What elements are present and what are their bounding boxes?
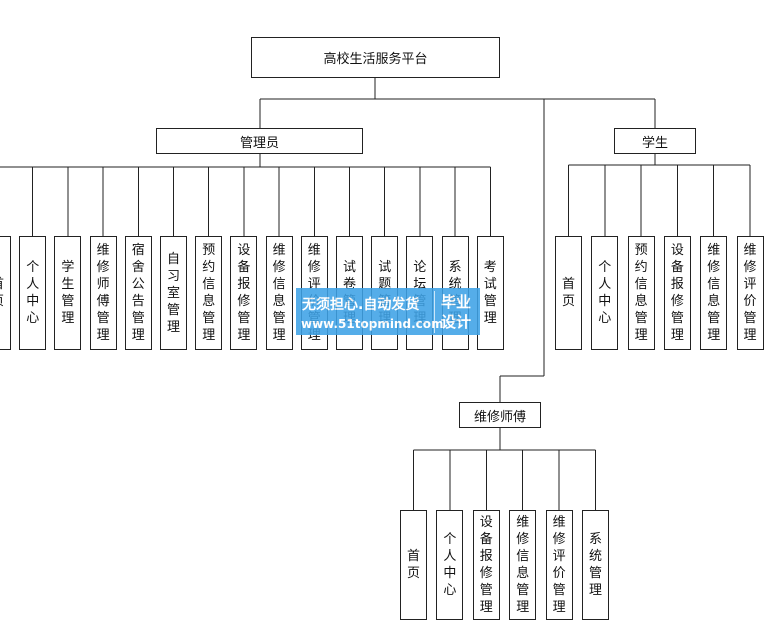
role-label-repairman: 维修师傅	[473, 409, 526, 425]
admin-module-label: 宿舍公告管理	[131, 243, 145, 343]
admin-module-label: 考试管理	[483, 260, 497, 326]
admin-module-label: 维修信息管理	[272, 243, 286, 343]
repairman-module-0: 首页	[400, 510, 427, 620]
admin-module-2: 学生管理	[54, 236, 82, 350]
role-node-admin: 管理员	[156, 128, 363, 154]
admin-module-8: 维修信息管理	[265, 236, 293, 350]
repairman-module-label: 系统管理	[589, 532, 603, 598]
admin-module-label: 学生管理	[61, 260, 75, 326]
admin-module-label: 个人中心	[26, 260, 40, 326]
admin-module-14: 考试管理	[476, 236, 504, 350]
repairman-module-label: 设备报修管理	[479, 515, 493, 615]
student-module-label: 维修信息管理	[707, 243, 721, 343]
role-node-student: 学生	[614, 128, 696, 154]
role-node-repairman: 维修师傅	[459, 402, 541, 428]
watermark-slogan: 无须担心.自动发货	[302, 297, 420, 313]
admin-module-label: 首页	[0, 276, 4, 310]
admin-module-0: 首页	[0, 236, 11, 350]
repairman-module-label: 维修评价管理	[552, 515, 566, 615]
student-module-5: 维修评价管理	[736, 236, 764, 350]
watermark-badge: 毕业设计	[434, 291, 477, 333]
student-module-label: 维修评价管理	[743, 243, 757, 343]
repairman-module-1: 个人中心	[436, 510, 464, 620]
admin-module-label: 预约信息管理	[202, 243, 216, 343]
admin-module-label: 设备报修管理	[237, 243, 251, 343]
student-module-0: 首页	[555, 236, 582, 350]
role-label-admin: 管理员	[239, 135, 279, 151]
repairman-module-3: 维修信息管理	[509, 510, 537, 620]
student-module-label: 预约信息管理	[634, 243, 648, 343]
student-module-2: 预约信息管理	[627, 236, 655, 350]
repairman-module-label: 维修信息管理	[516, 515, 530, 615]
student-module-1: 个人中心	[591, 236, 619, 350]
watermark-banner: 无须担心.自动发货 www.51topmind.com 毕业设计	[296, 288, 480, 335]
admin-module-7: 设备报修管理	[230, 236, 258, 350]
admin-module-label: 维修师傅管理	[96, 243, 110, 343]
repairman-module-5: 系统管理	[582, 510, 609, 620]
role-label-student: 学生	[641, 135, 668, 151]
repairman-module-label: 首页	[407, 549, 421, 581]
repairman-module-label: 个人中心	[443, 532, 457, 598]
admin-module-3: 维修师傅管理	[89, 236, 117, 350]
root-label: 高校生活服务平台	[323, 52, 428, 67]
student-module-label: 首页	[562, 277, 576, 309]
student-module-4: 维修信息管理	[700, 236, 728, 350]
student-module-label: 设备报修管理	[670, 243, 684, 343]
student-module-label: 个人中心	[598, 260, 612, 326]
admin-module-1: 个人中心	[19, 236, 47, 350]
admin-module-4: 宿舍公告管理	[124, 236, 152, 350]
admin-module-5: 自习室管理	[160, 236, 187, 350]
watermark-url: www.51topmind.com	[301, 317, 444, 331]
root-node: 高校生活服务平台	[251, 37, 500, 78]
admin-module-6: 预约信息管理	[195, 236, 223, 350]
repairman-module-2: 设备报修管理	[472, 510, 500, 620]
repairman-module-4: 维修评价管理	[545, 510, 573, 620]
student-module-3: 设备报修管理	[663, 236, 691, 350]
admin-module-label: 自习室管理	[167, 251, 181, 335]
